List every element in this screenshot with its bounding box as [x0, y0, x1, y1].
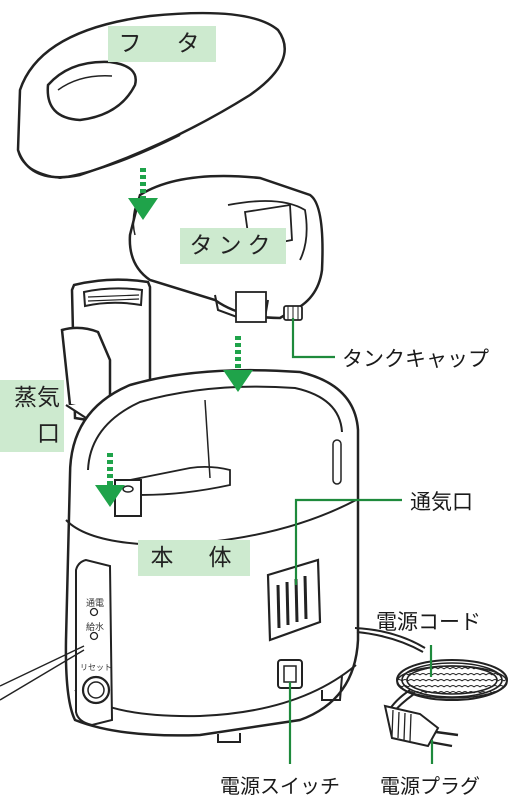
reset-text: リセット [80, 663, 112, 672]
power-cord-callout: 電源コード [376, 610, 481, 634]
control-panel [75, 558, 114, 727]
power-plug [383, 704, 459, 748]
power-plug-callout: 電源プラグ [380, 774, 480, 798]
power-indicator-text: 通電 [86, 599, 105, 609]
assembly-arrow-nozzle [95, 453, 125, 507]
assembly-arrow-lid [128, 168, 158, 220]
power-switch-callout: 電源スイッチ [220, 774, 340, 798]
vent-grille [266, 558, 322, 642]
vent-callout: 通気口 [410, 490, 473, 514]
tank-cap [283, 305, 303, 321]
power-indicator-lamp [89, 607, 99, 617]
leader-vent [294, 498, 402, 585]
lid-label: フ タ [108, 26, 216, 62]
water-indicator-text: 給水 [86, 623, 105, 633]
tank-cap-callout: タンクキャップ [342, 347, 489, 371]
lid [16, 11, 286, 180]
power-cord [354, 627, 508, 748]
body-label: 本 体 [138, 540, 250, 576]
water-indicator-lamp [89, 631, 99, 641]
leader-tank-cap [291, 318, 335, 359]
tank-label: タンク [180, 228, 286, 264]
assembly-arrow-tank [223, 336, 253, 392]
steam-outlet-label: 蒸気口 [0, 380, 64, 452]
